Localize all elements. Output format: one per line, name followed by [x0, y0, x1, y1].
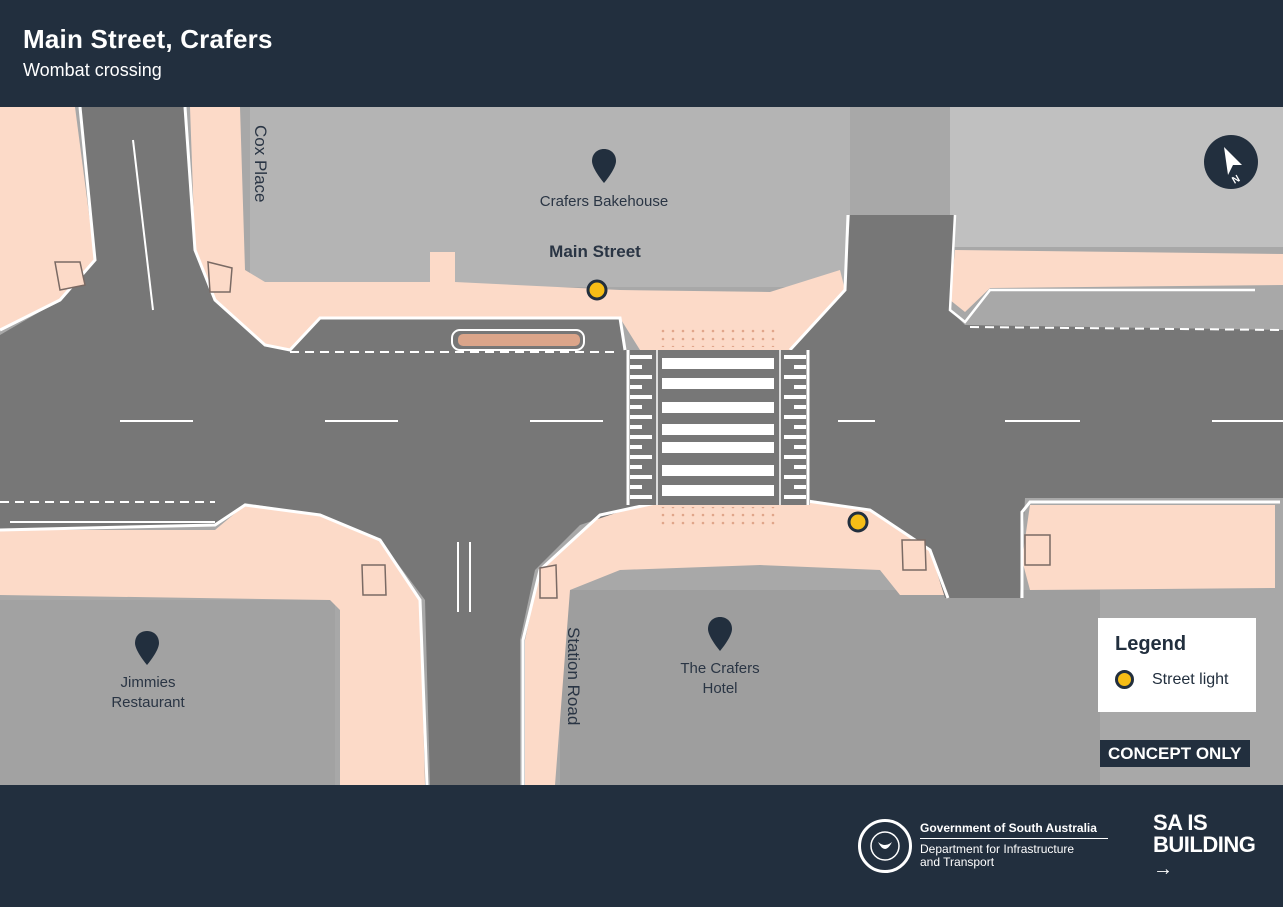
- compass: N: [1204, 135, 1258, 189]
- concept-only-badge: CONCEPT ONLY: [1100, 740, 1250, 767]
- legend-item-street-light: Street light: [1152, 671, 1229, 688]
- footer: Government of South Australia Department…: [0, 785, 1283, 907]
- map-canvas: [0, 107, 1283, 785]
- legend-title: Legend: [1115, 633, 1187, 655]
- map[interactable]: Cox Place Main Street Station Road Crafe…: [0, 107, 1283, 785]
- sa-is-building-logo: SA IS BUILDING: [1153, 810, 1256, 857]
- arrow-right-icon: →: [1153, 858, 1173, 880]
- divider: [920, 838, 1108, 839]
- map-pin-icon[interactable]: [135, 631, 159, 665]
- street-label-station-road: Station Road: [564, 627, 583, 726]
- header: Main Street, Crafers Wombat crossing: [0, 0, 1283, 107]
- page-subtitle: Wombat crossing: [23, 60, 162, 80]
- svg-text:N: N: [1230, 173, 1242, 186]
- street-label-cox-place: Cox Place: [251, 125, 270, 203]
- place-label-crafers-hotel: The Crafers Hotel: [680, 660, 760, 697]
- legend: Legend Street light: [1098, 618, 1256, 712]
- street-label-main-street: Main Street: [549, 242, 641, 261]
- page-title: Main Street, Crafers: [23, 24, 273, 54]
- dept-name: Department for Infrastructure and Transp…: [920, 842, 1075, 869]
- place-label-crafers-bakehouse: Crafers Bakehouse: [539, 193, 669, 210]
- map-pin-icon[interactable]: [592, 149, 616, 183]
- map-pin-icon[interactable]: [708, 617, 732, 651]
- sa-crest-icon: [858, 819, 912, 873]
- gov-name: Government of South Australia: [920, 821, 1097, 835]
- street-light-icon: [1115, 670, 1134, 689]
- north-arrow-icon: N: [1224, 147, 1242, 187]
- place-label-jimmies-restaurant: Jimmies Restaurant: [111, 674, 185, 711]
